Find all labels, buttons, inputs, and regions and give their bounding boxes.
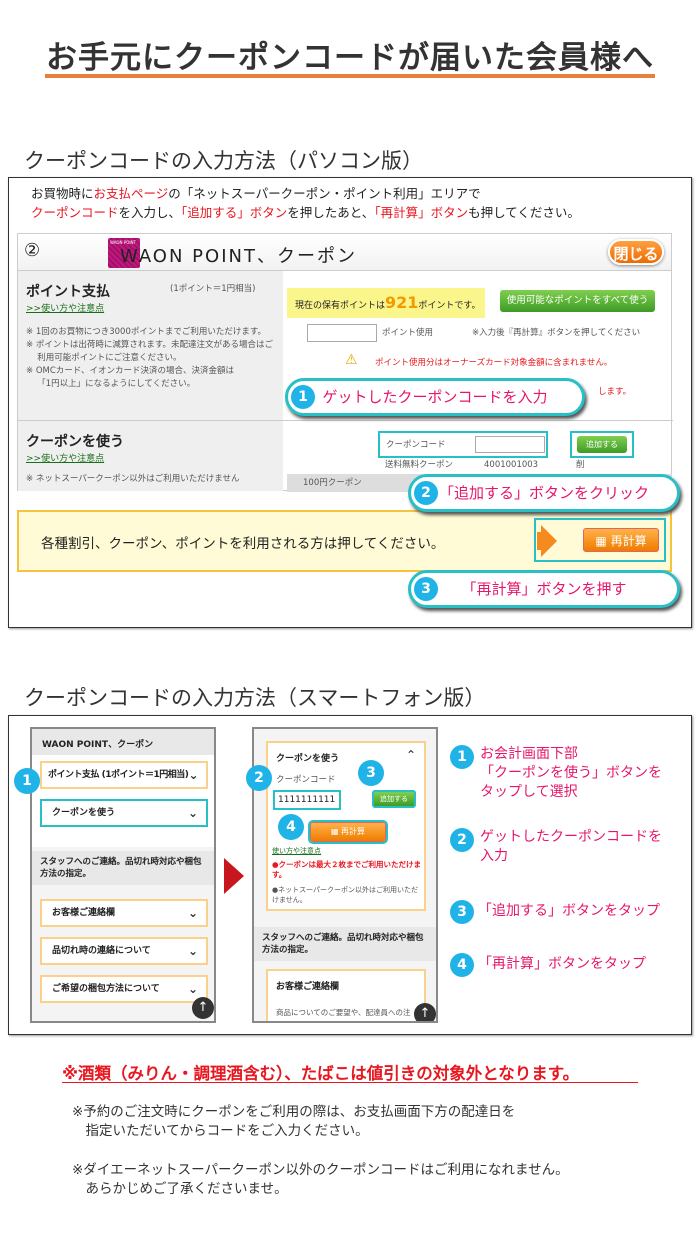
point-heading: ポイント支払 xyxy=(26,284,110,300)
point-rate: (1ポイント＝1円相当) xyxy=(170,284,256,294)
coupon-row-code: 4001001003 xyxy=(484,460,539,470)
chevron-up-icon: ⌃ xyxy=(405,748,416,762)
step-badge: 2 xyxy=(450,828,474,852)
partial-text: します。 xyxy=(598,387,632,397)
panel-header: ② WAON POINT WAON POINT、クーポン 閉じる xyxy=(18,234,671,271)
coupon-code-input[interactable] xyxy=(475,436,545,453)
badge-1: 1 xyxy=(14,768,40,794)
panel-title: WAON POINT、クーポン xyxy=(120,246,357,267)
step-badge: 1 xyxy=(450,745,474,769)
scroll-top-icon[interactable]: ↑ xyxy=(414,1003,436,1021)
phone1-point-item[interactable]: ポイント支払 (1ポイント＝1円相当)⌄ xyxy=(40,761,208,789)
pc-example-box: お買物時にお支払ページの「ネットスーパークーポン・ポイント利用」エリアで クーポ… xyxy=(8,177,692,628)
scroll-top-icon[interactable]: ↑ xyxy=(192,997,214,1019)
recalc-highlight xyxy=(534,518,666,562)
coupon-code-highlight: クーポンコード xyxy=(378,431,548,458)
step-badge: 3 xyxy=(450,900,474,924)
phone2-recalc-button[interactable]: ▦ 再計算 xyxy=(308,820,388,844)
notice-underline xyxy=(62,1082,638,1083)
point-hint: ※入力後『再計算』ボタンを押してください xyxy=(472,328,641,338)
step-number: ② xyxy=(24,240,41,261)
step-badge: 4 xyxy=(450,953,474,977)
phone-screen-2: クーポンを使う ⌃ クーポンコード 1111111111 追加する ▦ 再計算 … xyxy=(252,727,438,1023)
coupon-heading: クーポンを使う xyxy=(26,434,124,450)
howto-link[interactable]: >>使い方や注意点 xyxy=(26,304,105,314)
phone2-add-button[interactable]: 追加する xyxy=(372,790,416,808)
callout-2: 2「追加する」ボタンをクリック xyxy=(408,474,680,512)
pc-heading: クーポンコードの入力方法（パソコン版） xyxy=(24,149,423,173)
recalc-text: 各種割引、クーポン、ポイントを利用される方は押してください。 xyxy=(41,536,445,552)
add-highlight: 追加する xyxy=(570,431,634,458)
phone1-item[interactable]: お客様ご連絡欄⌄ xyxy=(40,899,208,927)
warning-text: ポイント使用分はオーナーズカード対象金額に含まれません。 xyxy=(375,358,613,368)
arrow-icon xyxy=(541,525,557,557)
phone1-coupon-item[interactable]: クーポンを使う⌄ xyxy=(40,799,208,827)
step-4: 「再計算」ボタンをタップ xyxy=(478,956,646,972)
warning-icon: ⚠ xyxy=(345,352,358,368)
phone-screen-1: WAON POINT、クーポン ポイント支払 (1ポイント＝1円相当)⌄ クーポ… xyxy=(30,727,216,1023)
held-points: 現在の保有ポイントは921ポイントです。 xyxy=(287,288,485,318)
callout-3: 3「再計算」ボタンを押す xyxy=(408,570,680,608)
badge-4: 4 xyxy=(278,814,304,840)
coupon-section: クーポンを使う >>使い方や注意点 ※ ネットスーパークーポン以外はご利用いただ… xyxy=(18,421,283,491)
point-use-label: ポイント使用 xyxy=(382,328,434,338)
point-notes: ※ 1回のお買物につき3000ポイントまでご利用いただけます。※ ポイントは出荷… xyxy=(26,327,273,389)
coupon-row-name: 送料無料クーポン xyxy=(385,460,454,470)
waon-panel: ② WAON POINT WAON POINT、クーポン 閉じる ポイント支払 … xyxy=(17,233,673,491)
badge-2: 2 xyxy=(246,765,272,791)
phone2-howto[interactable]: 使い方や注意点 xyxy=(272,847,321,855)
coupon-howto-link[interactable]: >>使い方や注意点 xyxy=(26,454,105,464)
use-all-points-button[interactable]: 使用可能なポイントをすべて使う xyxy=(500,290,655,312)
point-section: ポイント支払 (1ポイント＝1円相当) >>使い方や注意点 ※ 1回のお買物につ… xyxy=(18,271,283,421)
recalc-box: 各種割引、クーポン、ポイントを利用される方は押してください。 ▦ 再計算 xyxy=(17,510,672,572)
recalc-button[interactable]: ▦ 再計算 xyxy=(583,528,659,552)
step-3: 「追加する」ボタンをタップ xyxy=(478,903,660,919)
coupon-note: ※ ネットスーパークーポン以外はご利用いただけません xyxy=(26,474,240,484)
close-button[interactable]: 閉じる xyxy=(608,239,664,265)
waon-card-image: WAON POINT xyxy=(108,238,140,268)
phone1-item[interactable]: 品切れ時の連絡について⌄ xyxy=(40,937,208,965)
badge-3: 3 xyxy=(358,760,384,786)
chevron-down-icon: ⌄ xyxy=(188,768,198,782)
step-1: お会計画面下部 「クーポンを使う」ボタンを タップして選択 xyxy=(480,746,662,800)
phone1-staff: スタッフへのご連絡。品切れ時対応や梱包方法の指定。 xyxy=(32,851,214,885)
coupon-row-delete[interactable]: 削 xyxy=(576,460,585,470)
step-2: ゲットしたクーポンコードを 入力 xyxy=(480,829,662,864)
phone1-header: WAON POINT、クーポン xyxy=(32,729,214,755)
title-underline xyxy=(45,74,655,78)
note-2: ※ダイエーネットスーパークーポン以外のクーポンコードはご利用になれません。 あら… xyxy=(72,1162,569,1197)
next-arrow-icon xyxy=(224,858,244,894)
pc-intro: お買物時にお支払ページの「ネットスーパークーポン・ポイント利用」エリアで クーポ… xyxy=(31,186,580,220)
phone1-item[interactable]: ご希望の梱包方法について⌄ xyxy=(40,975,208,1003)
alcohol-notice: ※酒類（みりん・調理酒含む）、たばこは値引きの対象外となります。 xyxy=(62,1064,580,1083)
sp-heading: クーポンコードの入力方法（スマートフォン版） xyxy=(24,686,486,710)
page-title: お手元にクーポンコードが届いた会員様へ xyxy=(46,40,654,76)
point-input[interactable] xyxy=(307,324,377,342)
coupon-code-label: クーポンコード xyxy=(386,440,446,450)
note-1: ※予約のご注文時にクーポンをご利用の際は、お支払画面下方の配達日を 指定いただい… xyxy=(72,1104,516,1139)
sp-example-box xyxy=(8,715,692,1035)
add-button[interactable]: 追加する xyxy=(577,436,627,453)
chevron-down-icon: ⌄ xyxy=(187,806,198,820)
phone2-staff: スタッフへのご連絡。品切れ時対応や梱包方法の指定。 xyxy=(254,927,436,961)
phone2-code-input[interactable]: 1111111111 xyxy=(273,790,341,810)
